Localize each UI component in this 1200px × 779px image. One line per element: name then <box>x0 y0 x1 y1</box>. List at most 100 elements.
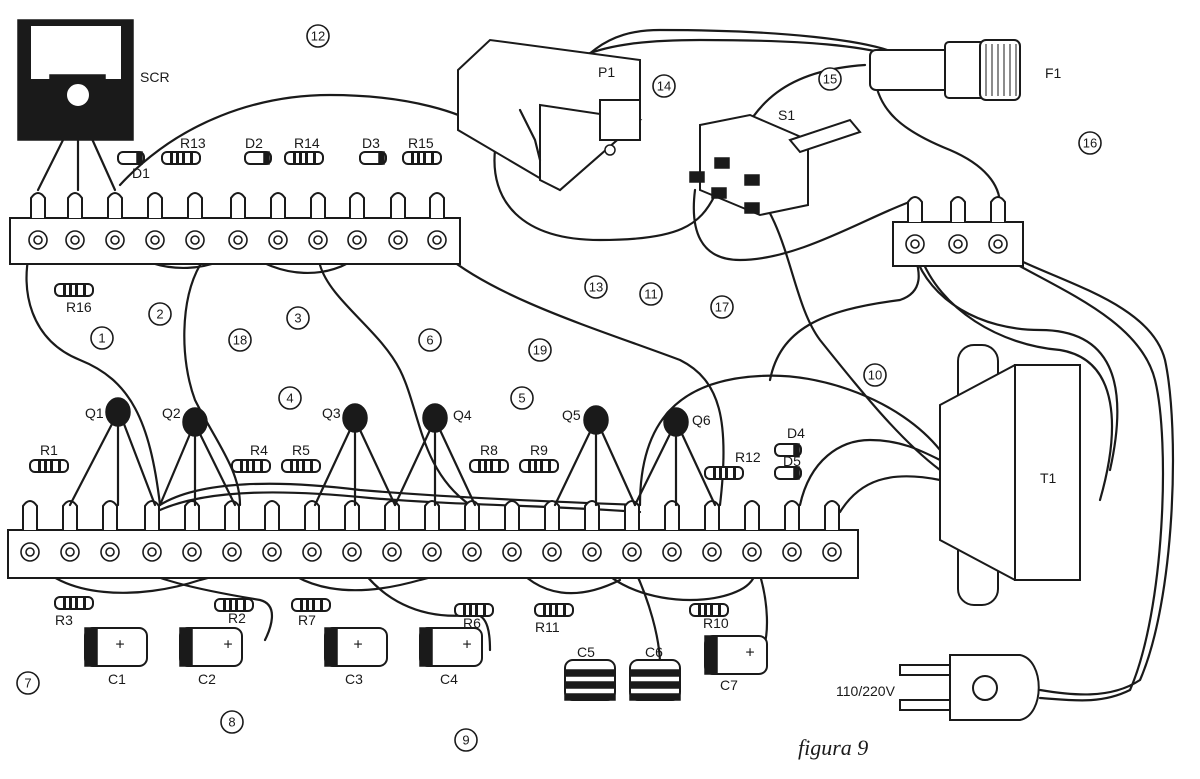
terminal-lug <box>142 500 162 562</box>
r4-label: R4 <box>250 442 268 458</box>
svg-text:C5: C5 <box>577 644 595 660</box>
capacitor-c4: + C4 <box>419 627 483 687</box>
resistor-r7: R7 <box>291 598 331 628</box>
capacitor-c2: +C2 <box>179 627 243 687</box>
wire-number-callout: 16 <box>1078 131 1102 155</box>
r2-label: R2 <box>228 610 246 626</box>
svg-text:C1: C1 <box>108 671 126 687</box>
r8-label: R8 <box>480 442 498 458</box>
svg-text:6: 6 <box>426 333 433 348</box>
resistor-r14: R14 <box>284 135 324 165</box>
d4-label: D4 <box>787 425 805 441</box>
svg-text:18: 18 <box>233 333 247 348</box>
capacitor-c6: C6 <box>629 644 681 701</box>
svg-text:15: 15 <box>823 72 837 87</box>
wire-number-callout: 12 <box>306 24 330 48</box>
svg-text:14: 14 <box>657 79 671 94</box>
wire-number-callout: 15 <box>818 67 842 91</box>
terminal-strip-top <box>9 192 461 265</box>
transistor-q5: Q5 <box>553 405 637 507</box>
s1-component: S1 <box>689 107 862 217</box>
wire-number-callout: 1 <box>90 326 114 350</box>
svg-text:C7: C7 <box>720 677 738 693</box>
wire-number-callout: 3 <box>286 306 310 330</box>
r14-label: R14 <box>294 135 320 151</box>
wire-number-callout: 10 <box>863 363 887 387</box>
terminal-lug <box>427 192 447 250</box>
terminal-lug <box>302 500 322 562</box>
terminal-lug <box>388 192 408 250</box>
terminal-strip-right <box>892 196 1024 267</box>
svg-text:1: 1 <box>98 331 105 346</box>
svg-text:+: + <box>462 637 471 654</box>
svg-text:Q6: Q6 <box>692 412 711 428</box>
svg-text:4: 4 <box>286 391 293 406</box>
t1-component: T1 <box>939 344 1081 606</box>
terminal-lug <box>422 500 442 562</box>
resistor-r8: R8 <box>469 442 509 473</box>
diode-d3: D3 <box>359 135 387 165</box>
wire-number-callout: 11 <box>639 282 663 306</box>
svg-text:Q1: Q1 <box>85 405 104 421</box>
r1-label: R1 <box>40 442 58 458</box>
diode-d4: D4 <box>774 425 805 457</box>
capacitor-c7: +C7 <box>704 635 768 693</box>
svg-text:Q3: Q3 <box>322 405 341 421</box>
svg-text:12: 12 <box>311 29 325 44</box>
wire-number-callout: 19 <box>528 338 552 362</box>
terminal-lug <box>185 192 205 250</box>
d3-label: D3 <box>362 135 380 151</box>
svg-text:2: 2 <box>156 307 163 322</box>
diode-d2: D2 <box>244 135 272 165</box>
transistor-q1: Q1 <box>68 397 157 507</box>
resistor-r3: R3 <box>54 596 94 628</box>
svg-text:10: 10 <box>868 368 882 383</box>
svg-text:C4: C4 <box>440 671 458 687</box>
scr-component: SCR <box>17 19 170 192</box>
terminal-lug <box>262 500 282 562</box>
p1-component: P1 <box>457 38 643 192</box>
svg-text:C6: C6 <box>645 644 663 660</box>
resistor-r2: R2 <box>214 598 254 626</box>
capacitor-c5: C5 <box>564 644 616 701</box>
p1-label: P1 <box>598 64 615 80</box>
svg-text:5: 5 <box>518 391 525 406</box>
terminal-lug <box>582 500 602 562</box>
terminal-lug <box>228 192 248 250</box>
terminal-lug <box>60 500 80 562</box>
terminal-lug <box>222 500 242 562</box>
transistor-q4: Q4 <box>393 403 477 507</box>
resistor-r13: R13 <box>161 135 206 165</box>
terminal-lug <box>988 196 1008 254</box>
terminal-lug <box>145 192 165 250</box>
capacitor-c3: +C3 <box>324 627 388 687</box>
diode-d5: D5 <box>774 453 802 480</box>
resistor-r12: R12 <box>704 449 761 480</box>
terminal-strip-top-lugs <box>28 192 447 250</box>
f1-label: F1 <box>1045 65 1062 81</box>
transistor-q6: Q6 <box>633 407 717 507</box>
resistor-r4: R4 <box>231 442 271 473</box>
terminal-lug <box>742 500 762 562</box>
wire-number-callout: 2 <box>148 302 172 326</box>
wire-number-callout: 17 <box>710 295 734 319</box>
resistor-r1: R1 <box>29 442 69 473</box>
r15-label: R15 <box>408 135 434 151</box>
terminal-lug <box>20 500 40 562</box>
terminal-lug <box>268 192 288 250</box>
terminal-lug <box>342 500 362 562</box>
r12-label: R12 <box>735 449 761 465</box>
d5-label: D5 <box>783 453 801 469</box>
resistor-r5: R5 <box>281 442 321 473</box>
terminal-lug <box>100 500 120 562</box>
scr-label: SCR <box>140 69 170 85</box>
svg-text:+: + <box>223 637 232 654</box>
wire-number-callout: 9 <box>454 728 478 752</box>
terminal-lug <box>28 192 48 250</box>
f1-component: F1 <box>869 39 1062 101</box>
svg-text:+: + <box>115 637 124 654</box>
wire-number-callout: 18 <box>228 328 252 352</box>
